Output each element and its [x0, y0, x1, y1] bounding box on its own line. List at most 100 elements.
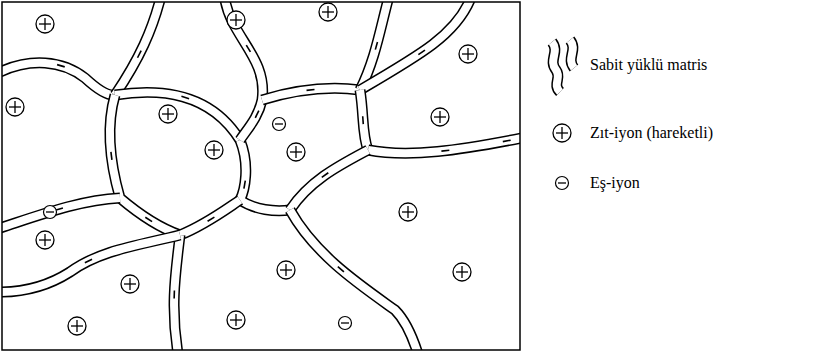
plus-bar	[327, 6, 328, 18]
counter-ion	[68, 317, 86, 335]
fixed-charge-mark	[375, 42, 377, 50]
matrix-strand-outline	[240, 140, 290, 211]
fixed-charge-mark	[85, 259, 92, 263]
counter-ion	[159, 105, 177, 123]
ion-circle	[319, 3, 337, 21]
counter-ion	[36, 231, 54, 249]
legend-entry: Zıt-iyon (hareketli)	[590, 124, 713, 142]
matrix-strand-core	[225, 2, 263, 140]
matrix-strand-core	[360, 90, 368, 150]
counter-ion	[553, 124, 571, 142]
ion-circle	[6, 98, 24, 116]
matrix-strand-outline	[225, 2, 263, 140]
fixed-charge-mark	[441, 149, 449, 152]
ion-circle	[227, 11, 245, 29]
fixed-charge-mark	[173, 290, 175, 298]
ion-circle	[453, 263, 471, 281]
plus-bar	[14, 101, 15, 113]
fixed-charge-mark	[246, 45, 250, 52]
counter-ion	[6, 98, 24, 116]
fixed-charge-mark	[362, 116, 364, 124]
plus-bar	[467, 48, 468, 60]
matrix-strand-core	[570, 40, 574, 68]
ion-circle	[459, 45, 477, 63]
matrix-strand-outline	[570, 40, 574, 68]
plus-bar	[235, 14, 236, 26]
counter-ion	[459, 45, 477, 63]
minus-bar	[275, 123, 283, 124]
plus-bar	[439, 111, 440, 123]
ion-circle	[553, 124, 571, 142]
plus-bar	[167, 108, 168, 120]
counter-ion	[227, 311, 245, 329]
fixed-charge-mark	[57, 65, 65, 67]
plus-bar	[213, 144, 214, 156]
counter-ion	[205, 141, 223, 159]
ion-circle	[273, 118, 286, 131]
matrix-strand-outline	[290, 210, 418, 350]
counter-ion	[319, 3, 337, 21]
plus-bar	[44, 18, 45, 30]
ion-circle	[339, 317, 352, 330]
fixed-charge-mark	[418, 50, 425, 55]
fixed-charge-mark	[338, 267, 344, 272]
counter-ion	[287, 143, 305, 161]
legend-text: Sabit yüklü matris	[590, 56, 707, 73]
ion-circle	[556, 177, 569, 190]
fixed-charge-mark	[322, 173, 329, 178]
ion-circle	[36, 15, 54, 33]
matrix-strand-core	[174, 235, 180, 350]
ion-circle	[36, 231, 54, 249]
matrix-strand-outline	[2, 198, 120, 228]
matrix-sample	[552, 40, 574, 92]
matrix-strand-core	[2, 198, 120, 228]
plus-bar	[407, 206, 408, 218]
ions	[6, 3, 477, 335]
plus-bar	[44, 234, 45, 246]
ion-circle	[287, 143, 305, 161]
matrix-strand-outline	[115, 2, 160, 95]
counter-ion	[277, 261, 295, 279]
counter-ion	[227, 11, 245, 29]
counter-ion	[431, 108, 449, 126]
minus-bar	[558, 182, 566, 183]
fixed-charge-mark	[307, 89, 315, 91]
legend-entry: Eş-iyon	[590, 174, 640, 192]
matrix-strand-outline	[552, 42, 560, 92]
matrix-strand-outline	[2, 63, 115, 95]
minus-bar	[341, 322, 349, 323]
plus-bar	[129, 278, 130, 290]
legend-entry: Sabit yüklü matris	[590, 56, 707, 74]
matrix-strand-outline	[174, 235, 180, 350]
co-ion	[44, 206, 57, 219]
ion-circle	[399, 203, 417, 221]
ion-circle	[431, 108, 449, 126]
matrix-strand-outline	[262, 88, 360, 100]
matrix-strand-outline	[360, 2, 470, 90]
ion-circle	[159, 105, 177, 123]
co-ion	[556, 177, 569, 190]
ion-circle	[227, 311, 245, 329]
matrix-strand-core	[2, 235, 180, 292]
counter-ion	[399, 203, 417, 221]
fixed-charge-mark	[208, 217, 215, 221]
fixed-charge-mark	[244, 181, 245, 189]
counter-ion	[453, 263, 471, 281]
ion-circle	[44, 206, 57, 219]
counter-ion	[121, 275, 139, 293]
matrix-strand-core	[552, 42, 560, 92]
matrix-strand-core	[110, 95, 180, 235]
fixed-charge-mark	[503, 140, 511, 141]
fixed-charge-mark	[181, 96, 189, 98]
membrane-frame	[2, 2, 520, 350]
matrix-strands	[2, 2, 520, 350]
plus-bar	[76, 320, 77, 332]
plus-bar	[561, 127, 562, 139]
matrix-strand-outline	[360, 90, 368, 150]
legend-text: Zıt-iyon (hareketli)	[590, 124, 713, 141]
matrix-strand-outline	[115, 92, 240, 140]
matrix-strand-core	[290, 210, 418, 350]
minus-bar	[46, 211, 54, 212]
matrix-strand-outline	[368, 138, 520, 153]
